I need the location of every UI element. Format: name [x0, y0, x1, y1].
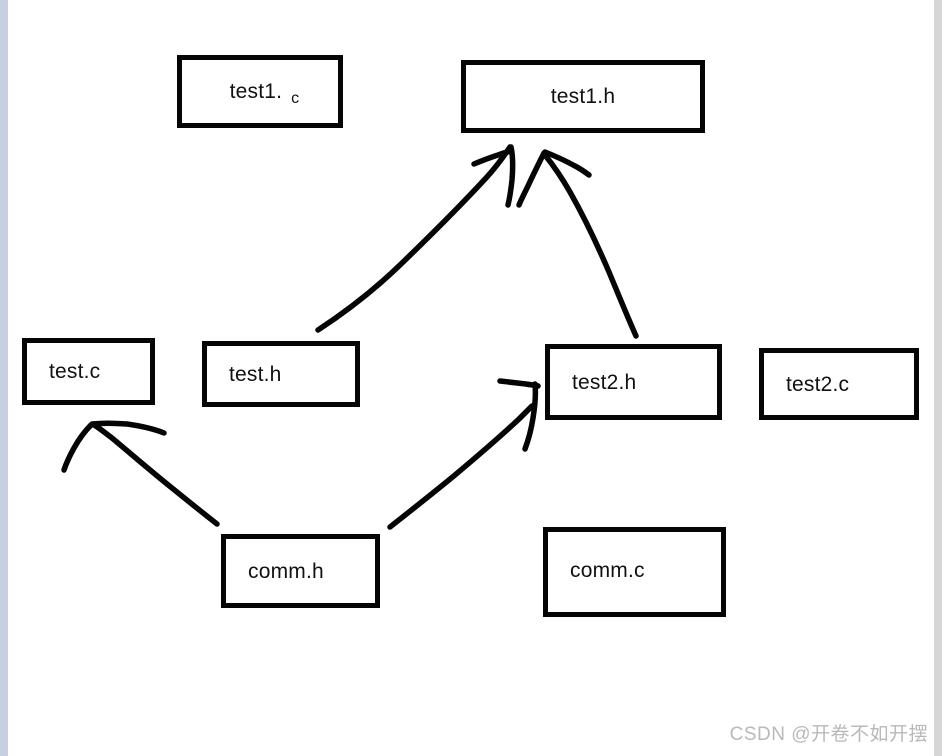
- node-box-comm-c[interactable]: comm.c: [543, 527, 726, 617]
- arrow-test2-h-to-test1-h: [516, 149, 639, 339]
- node-label-test1-h: test1.h: [550, 85, 616, 108]
- node-box-test-h[interactable]: test.h: [202, 341, 360, 407]
- node-label-comm-h: comm.h: [248, 559, 324, 583]
- node-label-test-c: test.c: [49, 360, 101, 383]
- page-edge-strip-left: [0, 0, 8, 756]
- arrow-test-h-to-test1-h: [315, 144, 516, 333]
- node-box-comm-h[interactable]: comm.h: [221, 534, 380, 608]
- node-box-test2-h[interactable]: test2.h: [545, 344, 722, 420]
- node-box-test2-c[interactable]: test2.c: [759, 348, 919, 420]
- csdn-watermark: CSDN @开卷不如开摆: [729, 724, 928, 745]
- node-label-test2-c: test2.c: [786, 372, 850, 396]
- node-label-test1-c: test1. c: [229, 80, 300, 107]
- node-box-test1-h[interactable]: test1.h: [461, 60, 705, 133]
- node-label-test2-h: test2.h: [572, 370, 637, 394]
- node-box-test-c[interactable]: test.c: [22, 338, 155, 405]
- page-edge-strip-right: [934, 0, 942, 756]
- node-label-test1-c-main: test1.: [229, 80, 283, 103]
- arrow-comm-h-to-test-c: [61, 420, 220, 527]
- node-label-comm-c: comm.c: [570, 559, 645, 582]
- node-box-test1-c[interactable]: test1. c: [177, 55, 343, 128]
- node-label-test-h: test.h: [229, 362, 282, 386]
- node-label-test1-c-tail: c: [291, 90, 300, 107]
- arrow-comm-h-to-test2-h: [387, 378, 541, 530]
